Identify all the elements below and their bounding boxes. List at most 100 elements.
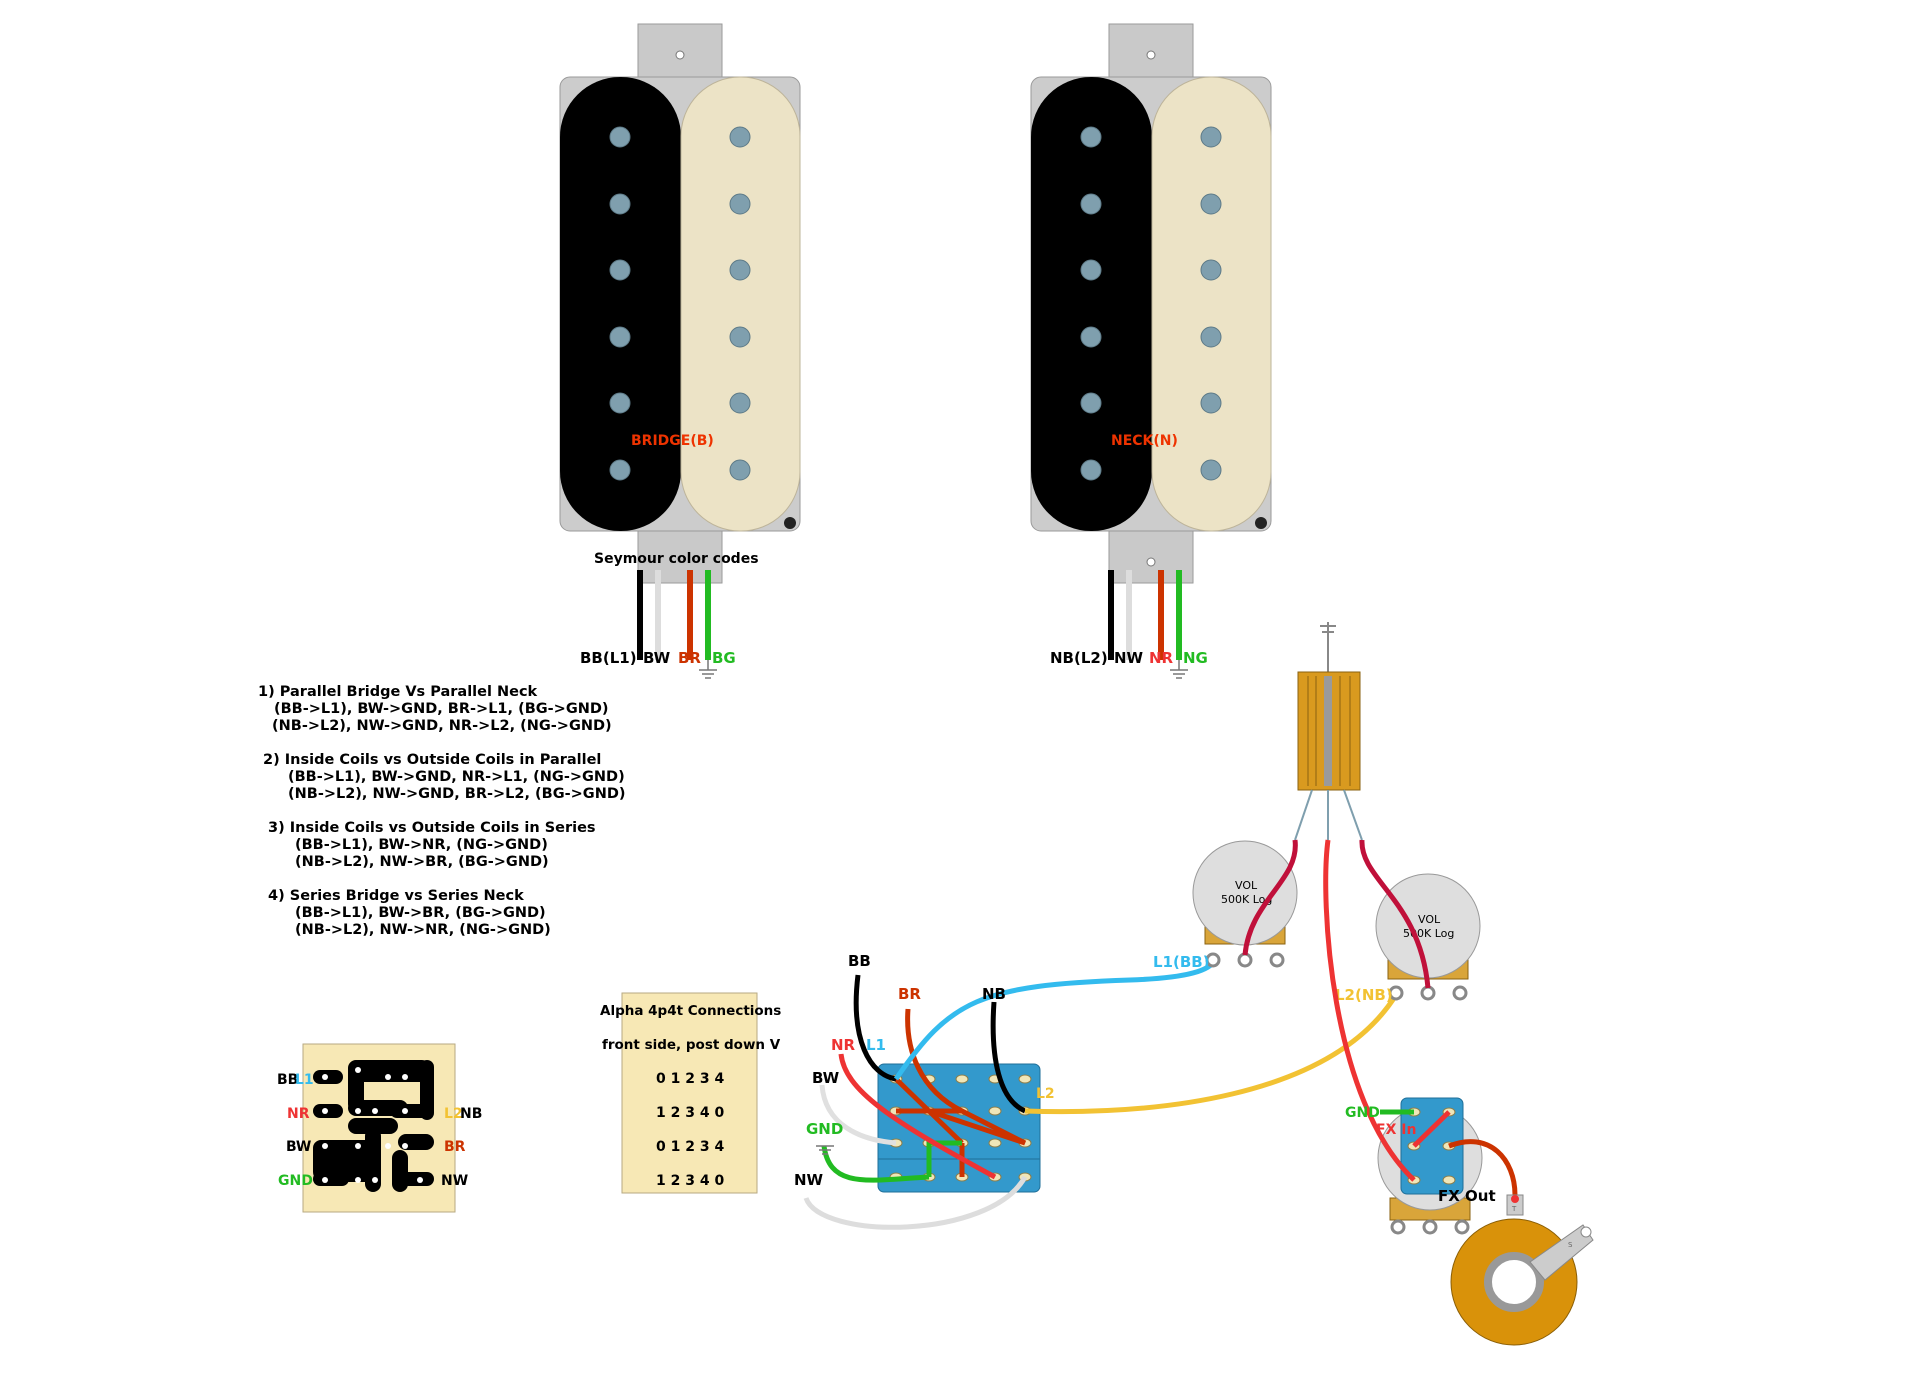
pcb-traces xyxy=(313,1060,434,1192)
fx-switch-body xyxy=(1400,1097,1464,1195)
pole-piece xyxy=(1080,326,1102,348)
fx-in-label: FX In xyxy=(1376,1122,1416,1138)
switch-label-nw: NW xyxy=(794,1171,824,1189)
diode-component xyxy=(1294,622,1363,841)
pcb-label-l2: L2 xyxy=(444,1106,463,1122)
note-block-1: 1) Parallel Bridge Vs Parallel Neck (BB-… xyxy=(258,684,626,735)
bridge-corner-screw xyxy=(784,517,796,529)
fx-gnd-label: GND xyxy=(1345,1105,1380,1121)
switch-label-l2: L2 xyxy=(1036,1086,1055,1102)
note-line: (NB->L2), NW->GND, NR->L2, (NG->GND) xyxy=(272,718,612,734)
fx-pot: GND FX In FX Out xyxy=(1323,839,1518,1235)
pot-2-crimson-wire xyxy=(1359,839,1431,989)
pcb-label-br: BR xyxy=(444,1139,466,1155)
bridge-pole-pieces xyxy=(609,126,751,481)
pole-piece xyxy=(609,259,631,281)
pot-1-value: 500K Log xyxy=(1221,893,1272,906)
note-title: 4) Series Bridge vs Series Neck xyxy=(268,888,524,904)
pole-piece xyxy=(729,392,751,414)
pole-piece xyxy=(609,459,631,481)
alpha-row-1: 0 1 2 3 4 xyxy=(656,1071,724,1087)
switch-label-gnd: GND xyxy=(806,1120,843,1138)
switch-body xyxy=(877,1063,1041,1193)
bridge-cream-coil xyxy=(680,76,801,532)
nw-switch-wire xyxy=(803,1175,1028,1230)
switch-label-nr: NR xyxy=(831,1036,856,1054)
pole-piece xyxy=(729,193,751,215)
pole-piece xyxy=(1200,259,1222,281)
pole-piece xyxy=(729,459,751,481)
bridge-wire-bg: BG xyxy=(712,649,736,667)
gnd-switch-wire xyxy=(821,1145,930,1183)
pole-piece xyxy=(1200,126,1222,148)
bb-switch-wire xyxy=(853,974,897,1082)
volume-pot-1: VOL 500K Log L1(BB) xyxy=(1153,839,1298,971)
bw-switch-wire xyxy=(819,1084,897,1146)
pole-piece xyxy=(609,326,631,348)
alpha-connections-box: Alpha 4p4t Connections front side, post … xyxy=(600,992,781,1194)
pole-piece xyxy=(1080,392,1102,414)
alpha-box-bg xyxy=(621,992,758,1194)
l2-yellow-wire xyxy=(1024,993,1399,1115)
alpha-row-2: 1 2 3 4 0 xyxy=(656,1105,724,1121)
pole-piece xyxy=(1200,193,1222,215)
note-line: (NB->L2), NW->GND, BR->L2, (BG->GND) xyxy=(288,786,626,802)
pole-piece xyxy=(609,392,631,414)
wiring-notes: 1) Parallel Bridge Vs Parallel Neck (BB-… xyxy=(258,684,626,956)
jack-sleeve-lug xyxy=(1529,1224,1594,1281)
neck-ground-icon xyxy=(1170,660,1188,679)
alpha-row-4: 1 2 3 4 0 xyxy=(656,1173,724,1189)
switch-label-l1: L1 xyxy=(866,1036,886,1054)
pcb-footprint: BB L1 NR BW GND L2 NB BR NW xyxy=(277,1043,482,1213)
switch-ground-icon xyxy=(816,1145,834,1155)
alpha-row-3: 0 1 2 3 4 xyxy=(656,1139,724,1155)
bridge-ground-icon xyxy=(699,660,717,679)
note-title: 2) Inside Coils vs Outside Coils in Para… xyxy=(263,752,602,768)
pot-2-label: L2(NB) xyxy=(1335,986,1393,1004)
pcb-label-gnd: GND xyxy=(278,1173,313,1189)
nr-switch-wire xyxy=(838,1053,997,1180)
pcb-label-nb: NB xyxy=(460,1106,482,1122)
note-line: (BB->L1), BW->NR, (NG->GND) xyxy=(295,837,548,853)
pole-piece xyxy=(729,259,751,281)
bridge-pickup-label: BRIDGE(B) xyxy=(631,433,714,449)
neck-wire-nb: NB(L2) xyxy=(1050,649,1108,667)
output-jack: S T xyxy=(1450,1194,1594,1346)
fx-out-label: FX Out xyxy=(1438,1187,1496,1205)
pot-1-crimson-wire xyxy=(1242,839,1298,956)
pole-piece xyxy=(1080,459,1102,481)
switch-label-bw: BW xyxy=(812,1069,840,1087)
bridge-wire-bb: BB(L1) xyxy=(580,649,637,667)
pole-piece xyxy=(729,126,751,148)
pole-piece xyxy=(1200,326,1222,348)
note-line: (NB->L2), NW->NR, (NG->GND) xyxy=(295,922,551,938)
jack-hole xyxy=(1484,1252,1544,1312)
pcb-pads xyxy=(322,1067,423,1183)
br-switch-wire xyxy=(905,1008,964,1114)
neck-top-screw xyxy=(1146,50,1156,60)
note-block-2: 2) Inside Coils vs Outside Coils in Para… xyxy=(258,752,626,803)
switch-label-nb: NB xyxy=(982,985,1006,1003)
note-line: (NB->L2), NW->BR, (BG->GND) xyxy=(295,854,549,870)
jack-tip-label: T xyxy=(1511,1205,1517,1213)
seymour-color-codes-heading: Seymour color codes xyxy=(594,551,759,567)
pole-piece xyxy=(609,126,631,148)
pole-piece xyxy=(1080,259,1102,281)
neck-cream-coil xyxy=(1151,76,1272,532)
note-line: (BB->L1), BW->BR, (BG->GND) xyxy=(295,905,546,921)
volume-pot-2: VOL 500K Log L2(NB) xyxy=(1335,839,1481,1004)
pole-piece xyxy=(1080,126,1102,148)
bridge-wire-bw: BW xyxy=(643,649,671,667)
neck-wire-nr: NR xyxy=(1149,649,1174,667)
rotary-switch xyxy=(877,1063,1041,1193)
neck-wire-nw: NW xyxy=(1114,649,1144,667)
bridge-black-coil xyxy=(560,77,681,531)
pcb-label-l1: L1 xyxy=(295,1072,314,1088)
jack-sleeve-label: S xyxy=(1568,1241,1573,1249)
pcb-label-bb: BB xyxy=(277,1072,298,1088)
jack-tip-lug xyxy=(1506,1194,1524,1216)
note-title: 3) Inside Coils vs Outside Coils in Seri… xyxy=(268,820,596,836)
neck-pickup-label: NECK(N) xyxy=(1111,433,1178,449)
neck-corner-screw xyxy=(1255,517,1267,529)
